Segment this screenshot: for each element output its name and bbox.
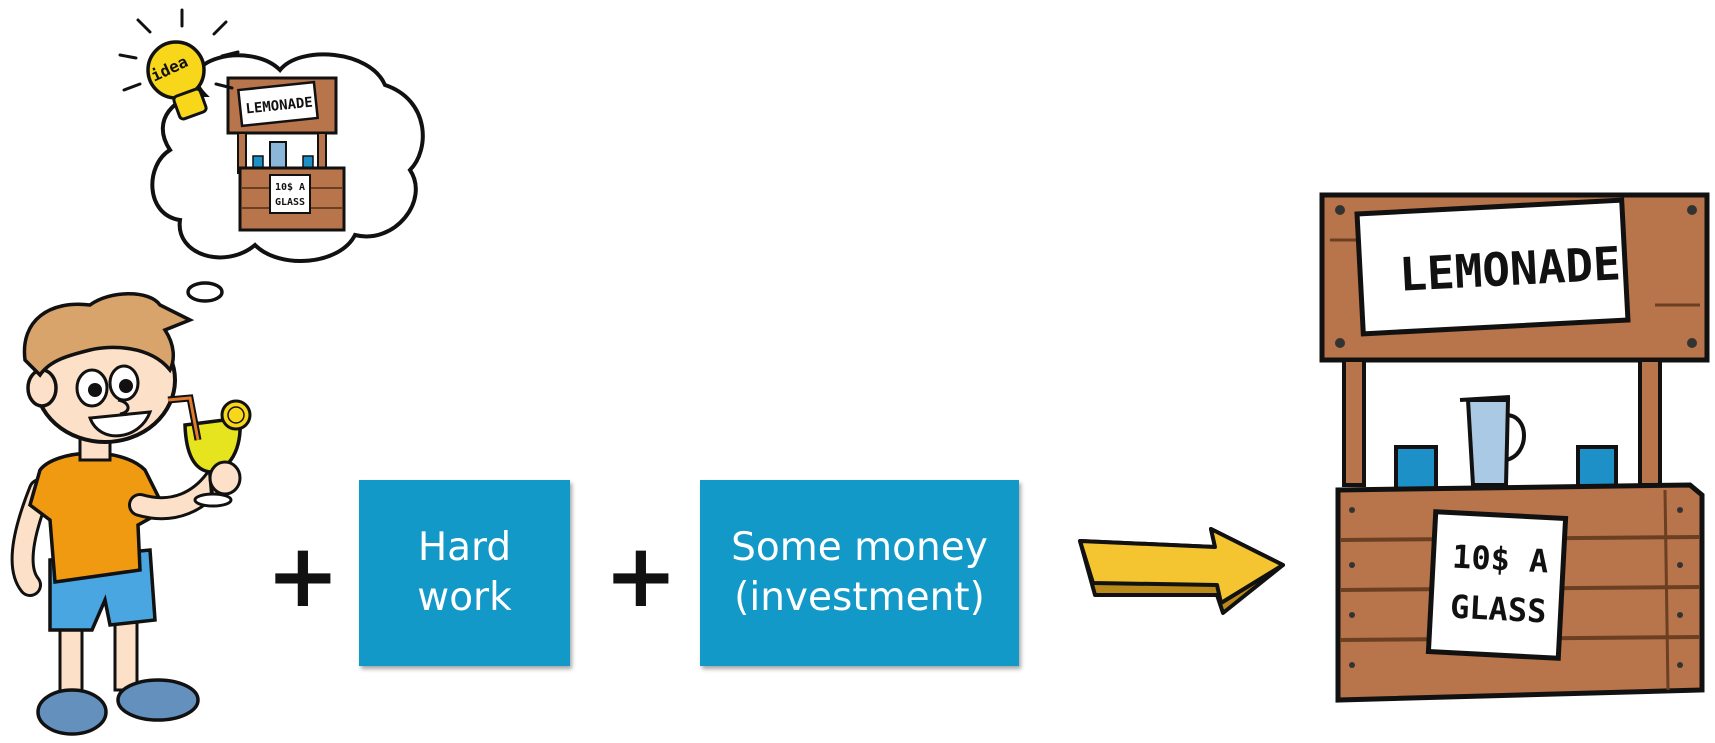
mini-stand-sign-line2: GLASS: [275, 197, 305, 208]
cup-icon: [1394, 445, 1438, 494]
mini-stand-banner-text: LEMONADE: [245, 95, 314, 118]
plus-operator-1: +: [266, 524, 340, 627]
stand-banner-text: LEMONADE: [1398, 236, 1622, 302]
stand-sign-line2: GLASS: [1449, 588, 1547, 631]
stand-sign-line1: 10$ A: [1451, 538, 1549, 581]
hard-work-line2: work: [417, 575, 512, 620]
pitcher-icon: [1459, 395, 1526, 487]
thought-bubble: [150, 52, 425, 303]
mini-lemonade-stand: LEMONADE 10$ A GLASS: [226, 76, 346, 232]
boy-figure: [10, 292, 252, 736]
some-money-line2: (investment): [734, 575, 985, 620]
hard-work-box: Hard work: [359, 480, 570, 666]
boy-illustration: LEMONADE 10$ A GLASS idea: [10, 8, 425, 736]
some-money-box: Some money (investment): [700, 480, 1019, 666]
mini-stand-sign-line1: 10$ A: [275, 182, 305, 193]
some-money-line1: Some money: [731, 525, 988, 570]
hard-work-line1: Hard: [417, 525, 512, 570]
yellow-arrow-icon: [1078, 527, 1285, 615]
lemonade-stand-illustration: LEMONADE 10$ A GLASS: [1319, 192, 1710, 703]
light-bulb-icon: idea: [118, 8, 240, 121]
plus-operator-2: +: [604, 524, 678, 627]
